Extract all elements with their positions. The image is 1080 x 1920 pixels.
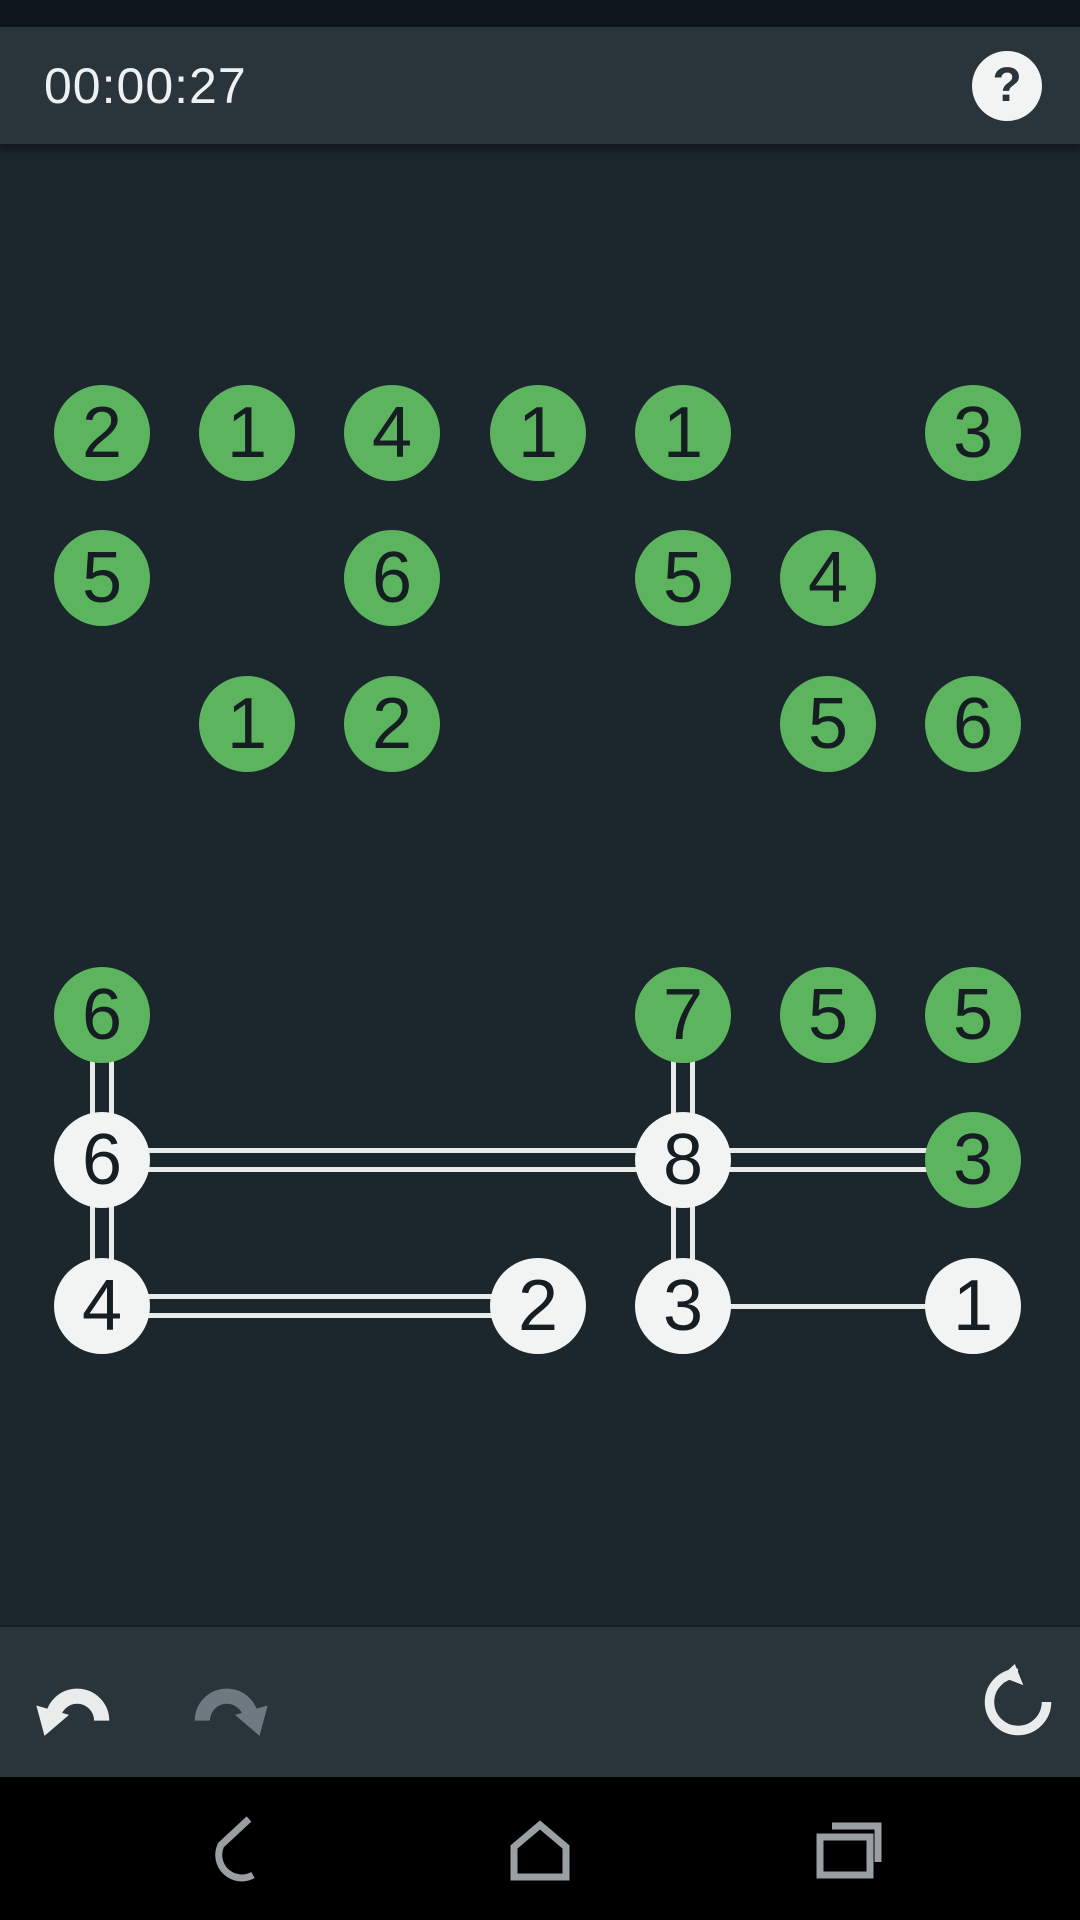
puzzle-node[interactable]: 1 (925, 1258, 1021, 1354)
puzzle-node[interactable]: 2 (344, 676, 440, 772)
timer: 00:00:27 (44, 57, 247, 114)
help-button[interactable]: ? (972, 50, 1042, 121)
puzzle-node[interactable]: 6 (925, 676, 1021, 772)
puzzle-node[interactable]: 5 (635, 530, 731, 626)
bridge-line[interactable] (90, 1015, 95, 1160)
puzzle-node[interactable]: 6 (54, 1112, 150, 1208)
redo-arrow-icon (186, 1688, 270, 1740)
puzzle-node[interactable]: 2 (54, 385, 150, 481)
puzzle-node[interactable]: 4 (344, 385, 440, 481)
puzzle-node[interactable]: 8 (635, 1112, 731, 1208)
puzzle-node[interactable]: 4 (780, 530, 876, 626)
puzzle-node[interactable]: 1 (635, 385, 731, 481)
puzzle-node[interactable]: 3 (925, 385, 1021, 481)
undo-arrow-icon (34, 1688, 118, 1740)
bridge-line[interactable] (102, 1148, 683, 1153)
nav-recents-button[interactable] (808, 1813, 888, 1885)
bridge-line[interactable] (102, 1313, 538, 1318)
bridge-line[interactable] (90, 1160, 95, 1306)
restart-circular-arrow-icon (980, 1664, 1056, 1743)
puzzle-node[interactable]: 3 (925, 1112, 1021, 1208)
top-bar: 00:00:27 ? (0, 27, 1080, 147)
bridge-line[interactable] (671, 1015, 676, 1160)
puzzle-node[interactable]: 1 (199, 676, 295, 772)
puzzle-node[interactable]: 5 (780, 676, 876, 772)
bridge-line[interactable] (102, 1294, 538, 1299)
bottom-toolbar (0, 1625, 1080, 1777)
puzzle-node[interactable]: 7 (635, 967, 731, 1063)
puzzle-node[interactable]: 3 (635, 1258, 731, 1354)
puzzle-node[interactable]: 6 (54, 967, 150, 1063)
android-nav-bar (0, 1777, 1080, 1920)
recent-apps-icon (808, 1822, 888, 1888)
puzzle-node[interactable]: 1 (490, 385, 586, 481)
bridge-line[interactable] (109, 1160, 114, 1306)
bridge-line[interactable] (683, 1167, 973, 1172)
back-arrow-icon (205, 1815, 285, 1888)
bridge-line[interactable] (683, 1303, 973, 1309)
bridge-line[interactable] (690, 1160, 695, 1306)
nav-home-button[interactable] (500, 1813, 580, 1885)
home-icon (500, 1819, 580, 1888)
redo-button[interactable] (186, 1667, 270, 1737)
bridge-line[interactable] (671, 1160, 676, 1306)
puzzle-node[interactable]: 6 (344, 530, 440, 626)
restart-button[interactable] (980, 1664, 1056, 1740)
puzzle-node[interactable]: 2 (490, 1258, 586, 1354)
bridge-line[interactable] (683, 1148, 973, 1153)
question-mark-icon: ? (992, 58, 1022, 112)
bridge-line[interactable] (109, 1015, 114, 1160)
bridge-line[interactable] (102, 1167, 683, 1172)
puzzle-node[interactable]: 5 (54, 530, 150, 626)
status-bar (0, 0, 1080, 27)
puzzle-node[interactable]: 5 (780, 967, 876, 1063)
puzzle-node[interactable]: 4 (54, 1258, 150, 1354)
bridge-line[interactable] (690, 1015, 695, 1160)
puzzle-node[interactable]: 1 (199, 385, 295, 481)
nav-back-button[interactable] (205, 1813, 285, 1885)
undo-button[interactable] (34, 1667, 118, 1737)
puzzle-node[interactable]: 5 (925, 967, 1021, 1063)
